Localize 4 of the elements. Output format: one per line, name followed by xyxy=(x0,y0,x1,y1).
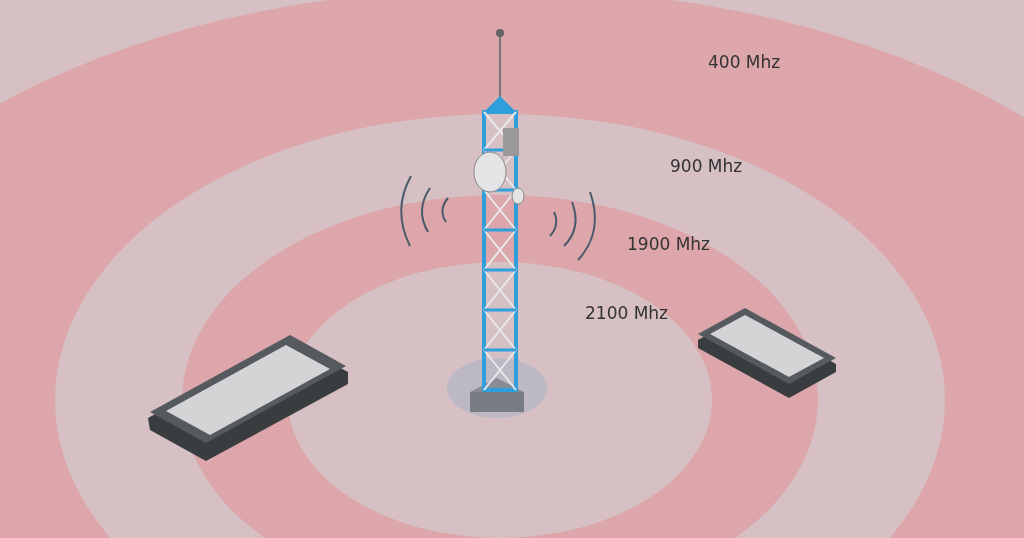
frequency-label: 400 Mhz xyxy=(708,52,781,72)
frequency-label: 1900 Mhz xyxy=(627,234,711,254)
frequency-label: 2100 Mhz xyxy=(585,303,669,323)
frequency-label: 900 Mhz xyxy=(670,156,743,176)
